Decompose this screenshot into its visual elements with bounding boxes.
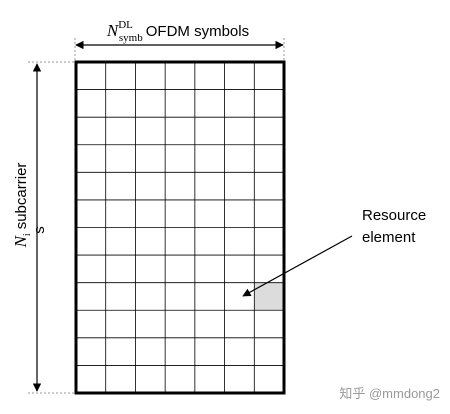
left-label-subscript: i (22, 233, 33, 236)
callout-arrow (242, 235, 353, 297)
left-label-line2: s (31, 226, 48, 234)
resource-grid (76, 62, 284, 393)
callout-label-line1: Resource (362, 207, 426, 224)
left-label-symbol: N (11, 234, 30, 248)
watermark-text: 知乎 @mmdong2 (339, 386, 440, 401)
top-label-subscript: symb (119, 32, 143, 44)
callout-label-line2: element (362, 229, 416, 246)
top-label-text: OFDM symbols (146, 23, 249, 40)
left-dimension-label: Ni subcarrier s (11, 163, 48, 249)
left-label-line1: subcarrier (13, 163, 30, 230)
top-label-symbol: N (106, 21, 120, 40)
svg-text:Nisubcarrier: Ni subcarrier (11, 163, 33, 249)
grid-border (74, 60, 286, 395)
top-label-superscript: DL (118, 19, 133, 31)
